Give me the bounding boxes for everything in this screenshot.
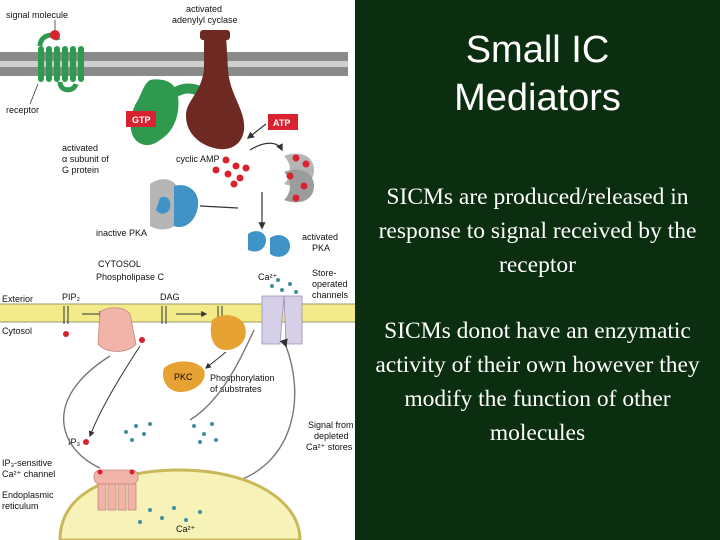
signaling-diagram-svg: signal molecule receptor GTP activated α… [0,4,355,540]
dag-bound-protein [210,315,246,350]
label-phospholipase-c: Phospholipase C [96,272,165,282]
slide-title-line-1: Small IC [465,29,610,71]
label-cytosol-side: Cytosol [2,326,32,336]
pka-activation-line [199,205,239,209]
label-receptor: receptor [6,105,39,115]
phospholipase-c [97,307,137,352]
signaling-diagram: signal molecule receptor GTP activated α… [0,0,355,540]
adenylyl-cyclase [186,34,245,150]
label-inactive-pka: inactive PKA [96,228,147,238]
paragraph-2: SICMs donot have an enzymatic activity o… [375,318,700,446]
label-ca2-top: Ca²⁺ [258,272,278,282]
label-store-operated-3: channels [312,290,349,300]
dag-to-pkc-arrow [205,351,227,369]
ip3-dot [83,439,89,445]
plasma-membrane-top-outer [0,52,348,61]
atp-badge [268,114,298,130]
label-store-operated-1: Store- [312,268,337,278]
label-cyclic-amp: cyclic AMP [176,154,220,164]
receptor-7tm [37,32,84,93]
feedback-arrow-3 [63,355,111,469]
label-pip2: PIP₂ [62,292,81,302]
label-activated-ac-1: activated [186,4,222,14]
label-er-2: reticulum [2,501,39,511]
text-panel: Small IC Mediators SICMs are produced/re… [355,0,720,540]
label-ip3-channel-2: Ca²⁺ channel [2,469,55,479]
gtp-badge [126,111,156,127]
label-g-alpha-3: G protein [62,165,99,175]
slide-title-line-2: Mediators [454,77,621,119]
label-activated-pka-1: activated [302,232,338,242]
inactive-pka [150,179,199,230]
label-er-1: Endoplasmic [2,490,54,500]
signal-molecule-dot [50,30,60,40]
label-ip3-channel-1: IP₃-sensitive [2,458,52,468]
label-signal-from-1: Signal from [308,420,354,430]
pkc [162,361,205,392]
label-gtp: GTP [132,115,151,125]
er-ca2-dots [138,506,202,524]
label-ip3: IP₃ [68,437,81,447]
cyclic-amp-dots [212,156,250,188]
feedback-arrow-1 [189,329,255,421]
label-exterior: Exterior [2,294,33,304]
label-g-alpha-2: α subunit of [62,154,109,164]
label-atp: ATP [273,118,290,128]
activated-pka [248,231,290,257]
slide-title: Small IC Mediators [355,26,720,122]
ip3-sensitive-ca2-channel [93,469,139,511]
label-phosphorylation-2: of substrates [210,384,262,394]
label-dag: DAG [160,292,180,302]
label-signal-from-3: Ca²⁺ stores [306,442,353,452]
label-store-operated-2: operated [312,279,348,289]
receptor-leader [29,83,39,105]
label-g-alpha-1: activated [62,143,98,153]
store-operated-channel [261,295,303,345]
label-cytosol-heading: CYTOSOL [98,259,141,269]
pka-regulatory-subunits [284,153,314,203]
label-phosphorylation-1: Phosphorylation [210,373,275,383]
ip3-arrow [88,345,141,438]
cytosolic-ca2-dots [124,422,218,444]
pip2-headgroup [63,331,69,337]
atp-arrow [246,123,267,139]
label-signal-molecule: signal molecule [6,10,68,20]
adenylyl-cyclase-top [200,30,230,40]
label-signal-from-2: depleted [314,431,349,441]
plasma-membrane-top-core [0,61,348,67]
plasma-membrane-top-inner [0,67,348,76]
label-pkc: PKC [174,372,193,382]
label-ca2-bottom: Ca²⁺ [176,524,196,534]
label-activated-ac-2: adenylyl cyclase [172,15,238,25]
label-activated-pka-2: PKA [312,243,330,253]
feedback-arrow-2 [239,338,296,481]
camp-to-pka-arrow [249,142,283,152]
paragraph-1: SICMs are produced/released in response … [378,184,697,278]
extracellular-ca2-dots [270,278,298,294]
released-headgroup [139,337,145,343]
